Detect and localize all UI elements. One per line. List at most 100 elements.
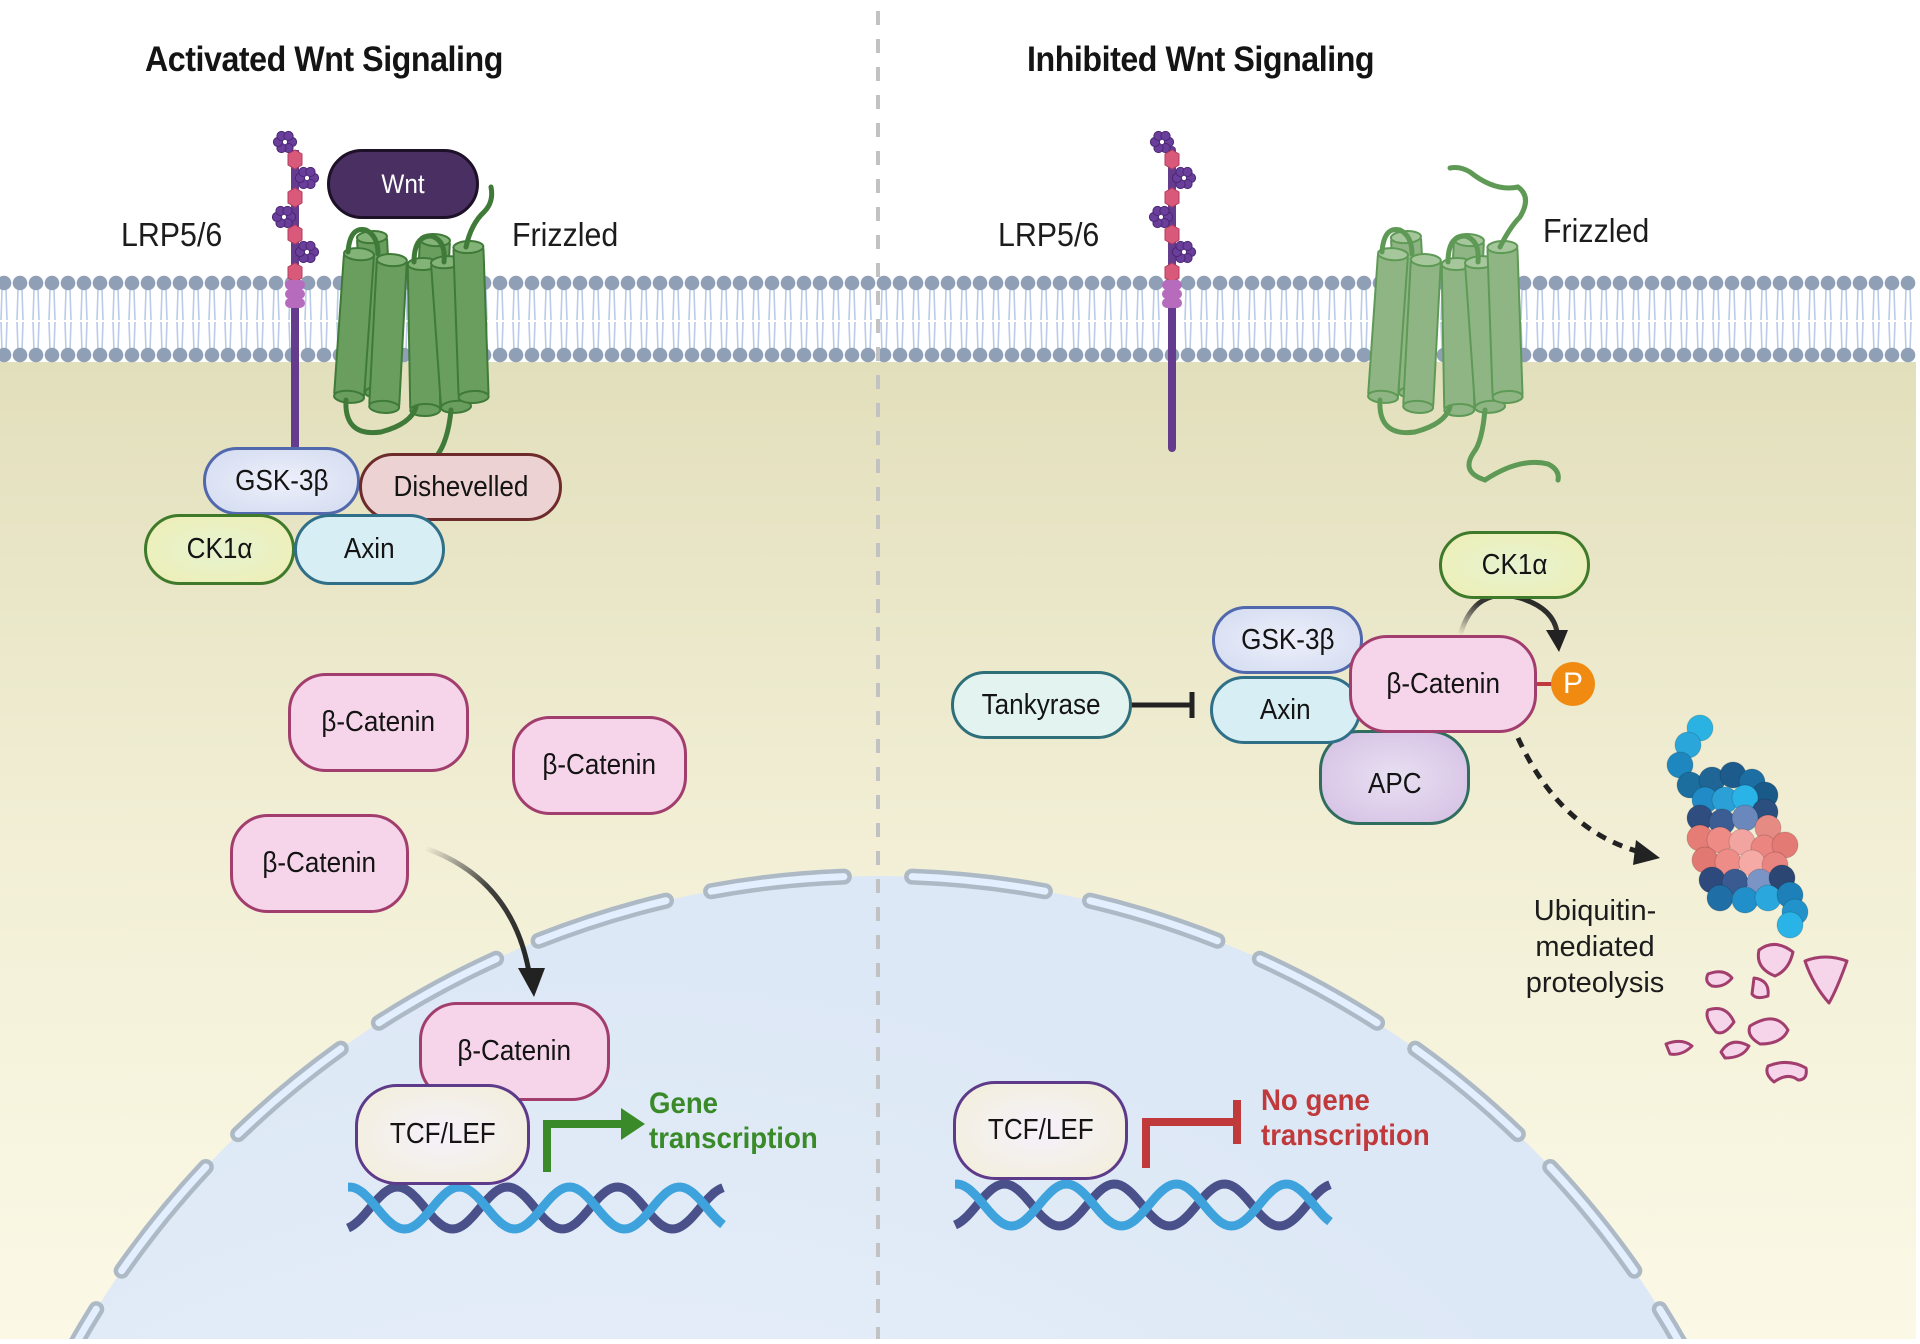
lipid-head	[620, 347, 636, 363]
lipid-head	[1660, 275, 1676, 291]
lipid-head	[1756, 275, 1772, 291]
lipid-head	[732, 347, 748, 363]
lipid-head	[156, 275, 172, 291]
lipid-head	[1580, 275, 1596, 291]
lipid-head	[1708, 347, 1724, 363]
lipid-head	[1612, 347, 1628, 363]
lipid-head	[1004, 347, 1020, 363]
lipid-head	[1260, 347, 1276, 363]
lipid-head	[1244, 347, 1260, 363]
apc: APC	[1319, 730, 1470, 825]
lipid-head	[300, 347, 316, 363]
lipid-head	[1788, 347, 1804, 363]
lipid-head	[12, 347, 28, 363]
lipid-head	[1548, 347, 1564, 363]
helix	[1367, 247, 1409, 404]
lipid-head	[268, 347, 284, 363]
lipid-head	[860, 275, 876, 291]
lipid-head	[764, 347, 780, 363]
lipid-head	[1900, 347, 1916, 363]
lipid-head	[1644, 347, 1660, 363]
lipid-head	[860, 347, 876, 363]
lipid-head	[508, 275, 524, 291]
lipid-head	[1356, 275, 1372, 291]
translocation-arrowhead	[518, 968, 545, 997]
lipid-head	[204, 275, 220, 291]
helix	[368, 253, 408, 414]
lipid-head	[1532, 347, 1548, 363]
lipid-head	[1196, 347, 1212, 363]
lipid-head	[1580, 347, 1596, 363]
lipid-head	[1228, 347, 1244, 363]
beta-catenin-complex: β-Catenin	[1349, 635, 1537, 733]
lipid-head	[1740, 275, 1756, 291]
lipid-head	[604, 347, 620, 363]
lipid-head	[1820, 347, 1836, 363]
lipid-head	[1804, 347, 1820, 363]
dna-helix-inhibited	[953, 1179, 1333, 1231]
lipid-head	[1756, 347, 1772, 363]
lipid-head	[540, 347, 556, 363]
wnt-ligand: Wnt	[327, 149, 479, 219]
lipid-head	[540, 275, 556, 291]
dna-strand	[348, 1182, 726, 1234]
helix	[333, 247, 375, 404]
lipid-head	[1564, 275, 1580, 291]
lipid-head	[1548, 275, 1564, 291]
lipid-head	[236, 275, 252, 291]
lipid-head	[700, 275, 716, 291]
fragment	[1750, 976, 1770, 1000]
lipid-head	[1708, 275, 1724, 291]
no-transcription-inhibitor	[1142, 1100, 1241, 1168]
proteasome-subunit	[1731, 886, 1759, 914]
lipid-head	[1212, 275, 1228, 291]
beta-catenin-cytoplasm-3: β-Catenin	[230, 814, 409, 913]
dna-helix-active	[346, 1182, 726, 1234]
lipid-head	[236, 347, 252, 363]
lipid-head	[956, 275, 972, 291]
lipid-head	[588, 275, 604, 291]
lipid-head	[1324, 347, 1340, 363]
lipid-head	[172, 275, 188, 291]
helix	[1486, 240, 1524, 404]
lipid-head	[988, 347, 1004, 363]
lipid-head	[524, 347, 540, 363]
lipid-head	[700, 347, 716, 363]
lipid-head	[1692, 347, 1708, 363]
lipid-head	[556, 347, 572, 363]
lipid-head	[812, 347, 828, 363]
lipid-head	[1836, 347, 1852, 363]
lipid-head	[1676, 347, 1692, 363]
lipid-head	[1068, 347, 1084, 363]
lipid-head	[124, 275, 140, 291]
lipid-head	[1228, 275, 1244, 291]
lipid-head	[828, 275, 844, 291]
phosphorylation-arrowhead	[1546, 630, 1568, 652]
lipid-head	[44, 275, 60, 291]
ck1a-active: CK1α	[144, 514, 295, 585]
lipid-head	[92, 275, 108, 291]
lipid-head	[748, 275, 764, 291]
lipid-head	[988, 275, 1004, 291]
lipid-head	[60, 275, 76, 291]
lipid-head	[140, 347, 156, 363]
lipid-head	[972, 347, 988, 363]
lipid-head	[1724, 275, 1740, 291]
lipid-head	[748, 347, 764, 363]
lipid-head	[1100, 347, 1116, 363]
hexagon	[1164, 262, 1180, 283]
dna-strand	[346, 1182, 725, 1234]
fragment	[1705, 970, 1734, 988]
lipid-head	[828, 347, 844, 363]
lipid-head	[1772, 347, 1788, 363]
title-inhibited: Inhibited Wnt Signaling	[1027, 40, 1375, 79]
lipid-head	[1020, 275, 1036, 291]
lipid-head	[1900, 275, 1916, 291]
lipid-head	[604, 275, 620, 291]
lipid-head	[1644, 275, 1660, 291]
title-activated: Activated Wnt Signaling	[145, 40, 503, 79]
lipid-head	[1340, 275, 1356, 291]
lipid-head	[1132, 275, 1148, 291]
